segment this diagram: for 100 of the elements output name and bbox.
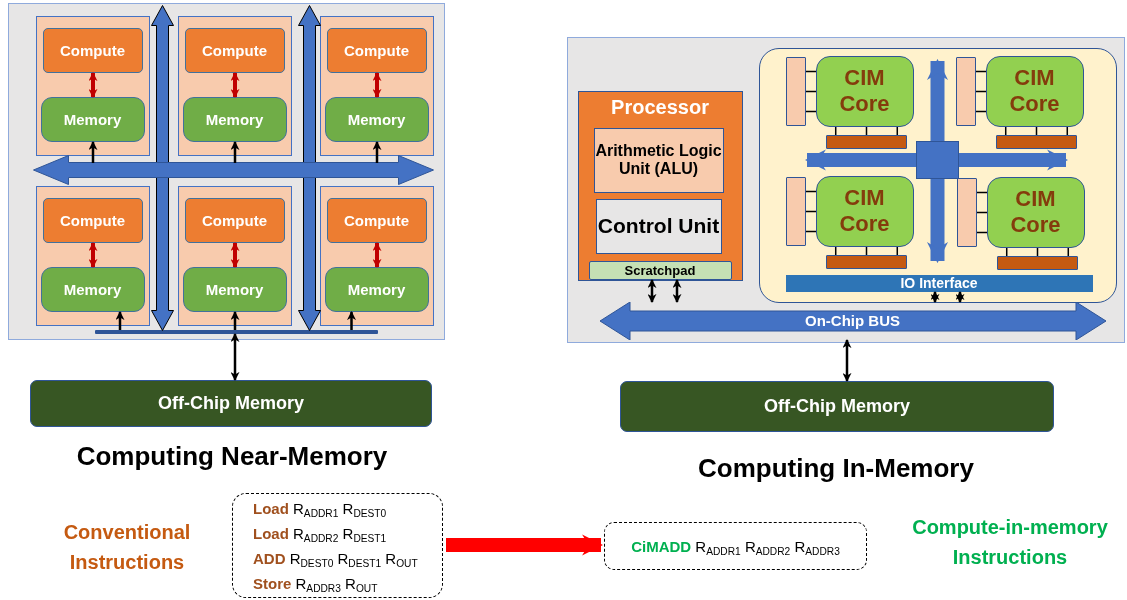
- compute-box: [184, 27, 285, 73]
- instruction-line: CiMADD R$_{ADDR1}$ R$_{ADDR2}$ R$_{ADDR3}$: [631, 537, 840, 555]
- connector-line: [1005, 247, 1070, 257]
- memory-label: Memory: [347, 110, 406, 128]
- compute-label: Compute: [60, 41, 125, 59]
- scratchpad-box: [588, 260, 732, 280]
- instruction-line: Store R$_{ADDR3}$ R$_{OUT}$: [253, 573, 378, 596]
- compute-label: Compute: [344, 211, 409, 229]
- core-label: CIM Core: [838, 184, 891, 238]
- arrow: [804, 149, 916, 171]
- bus-arrow: [599, 301, 1106, 340]
- tile-box: [177, 185, 292, 326]
- processor-label: Processor: [611, 95, 709, 119]
- memory-box: [324, 96, 429, 142]
- off-chip-memory-box: [30, 380, 432, 427]
- memory-label: Off-Chip Memory: [158, 393, 304, 414]
- cim-core-box: [815, 55, 914, 127]
- arrow: [88, 141, 98, 163]
- buffer-bar: [956, 177, 977, 247]
- off-chip-memory-box: [620, 381, 1054, 432]
- tile-box: [319, 15, 434, 156]
- arrow: [446, 534, 604, 556]
- arrow: [930, 291, 940, 303]
- arrow: [959, 149, 1069, 171]
- memory-label: Memory: [205, 110, 264, 128]
- buffer-bar: [825, 134, 907, 149]
- compute-box: [42, 197, 143, 243]
- memory-label: Memory: [347, 280, 406, 298]
- connector-line: [976, 191, 988, 234]
- control-unit-box: [595, 198, 722, 254]
- arrow: [88, 242, 98, 268]
- memory-box: [40, 266, 145, 312]
- arrow: [372, 242, 382, 268]
- compute-label: Compute: [202, 211, 267, 229]
- arrow: [230, 72, 240, 98]
- cim-core-box: [985, 55, 1084, 127]
- arrow: [115, 311, 125, 330]
- arrow: [230, 141, 240, 163]
- compute-box: [42, 27, 143, 73]
- cim-core-box: [986, 176, 1085, 248]
- arrow: [230, 242, 240, 268]
- buffer-bar: [785, 176, 806, 246]
- tile-box: [319, 185, 434, 326]
- io-interface-bar: [785, 274, 1093, 292]
- alu-label: Arithmetic Logic Unit (ALU): [594, 141, 723, 179]
- arrow: [372, 141, 382, 163]
- instruction-set-label: Conventional Instructions: [62, 520, 192, 575]
- connector-line: [834, 246, 899, 256]
- compute-label: Compute: [202, 41, 267, 59]
- cim-core-box: [815, 175, 914, 247]
- memory-label: Off-Chip Memory: [764, 396, 910, 417]
- tile-box: [35, 185, 150, 326]
- buffer-bar: [996, 255, 1078, 270]
- compute-label: Compute: [344, 41, 409, 59]
- connector-line: [975, 70, 987, 113]
- arrow: [88, 72, 98, 98]
- bus-label: On-Chip BUS: [805, 312, 900, 329]
- buffer-bar: [825, 254, 907, 269]
- arrow: [842, 339, 852, 382]
- instruction-line: ADD R$_{DEST0}$ R$_{DEST1}$ R$_{OUT}$: [253, 548, 418, 571]
- tile-box: [177, 15, 292, 156]
- buffer-bar: [785, 56, 806, 126]
- arrow: [230, 311, 240, 330]
- memory-label: Memory: [63, 110, 122, 128]
- arrow: [927, 179, 948, 264]
- arrow: [347, 311, 356, 330]
- connector-line: [805, 190, 817, 233]
- arrow: [927, 58, 948, 141]
- processor-box: [577, 90, 743, 281]
- memory-box: [40, 96, 145, 142]
- router-box: [915, 140, 959, 179]
- instruction-box: [232, 493, 443, 598]
- buffer-bar: [955, 56, 976, 126]
- tile-box: [35, 15, 150, 156]
- control-unit-label: Control Unit: [597, 214, 720, 238]
- alu-box: [593, 127, 724, 193]
- arrow: [647, 279, 657, 303]
- scratchpad-label: Scratchpad: [624, 262, 696, 278]
- instruction-line: Load R$_{ADDR2}$ R$_{DEST1}$: [253, 523, 387, 546]
- compute-box: [184, 197, 285, 243]
- arrow: [672, 279, 682, 303]
- instruction-box: [604, 522, 867, 570]
- memory-box: [182, 96, 287, 142]
- chip-panel: [567, 37, 1125, 343]
- memory-box: [324, 266, 429, 312]
- io-interface-label: IO Interface: [900, 275, 978, 291]
- core-label: CIM Core: [838, 64, 891, 118]
- section-heading: Computing In-Memory: [697, 452, 975, 485]
- connector-line: [805, 70, 817, 113]
- compute-label: Compute: [60, 211, 125, 229]
- core-label: CIM Core: [1009, 185, 1062, 239]
- instruction-set-label: Compute-in-memory Instructions: [911, 515, 1109, 570]
- memory-box: [182, 266, 287, 312]
- connector-line: [834, 126, 899, 136]
- section-heading: Computing Near-Memory: [75, 440, 389, 473]
- compute-box: [326, 197, 427, 243]
- arrow: [372, 72, 382, 98]
- instruction-line: Load R$_{ADDR1}$ R$_{DEST0}$: [253, 498, 387, 521]
- memory-label: Memory: [205, 280, 264, 298]
- core-label: CIM Core: [1008, 64, 1061, 118]
